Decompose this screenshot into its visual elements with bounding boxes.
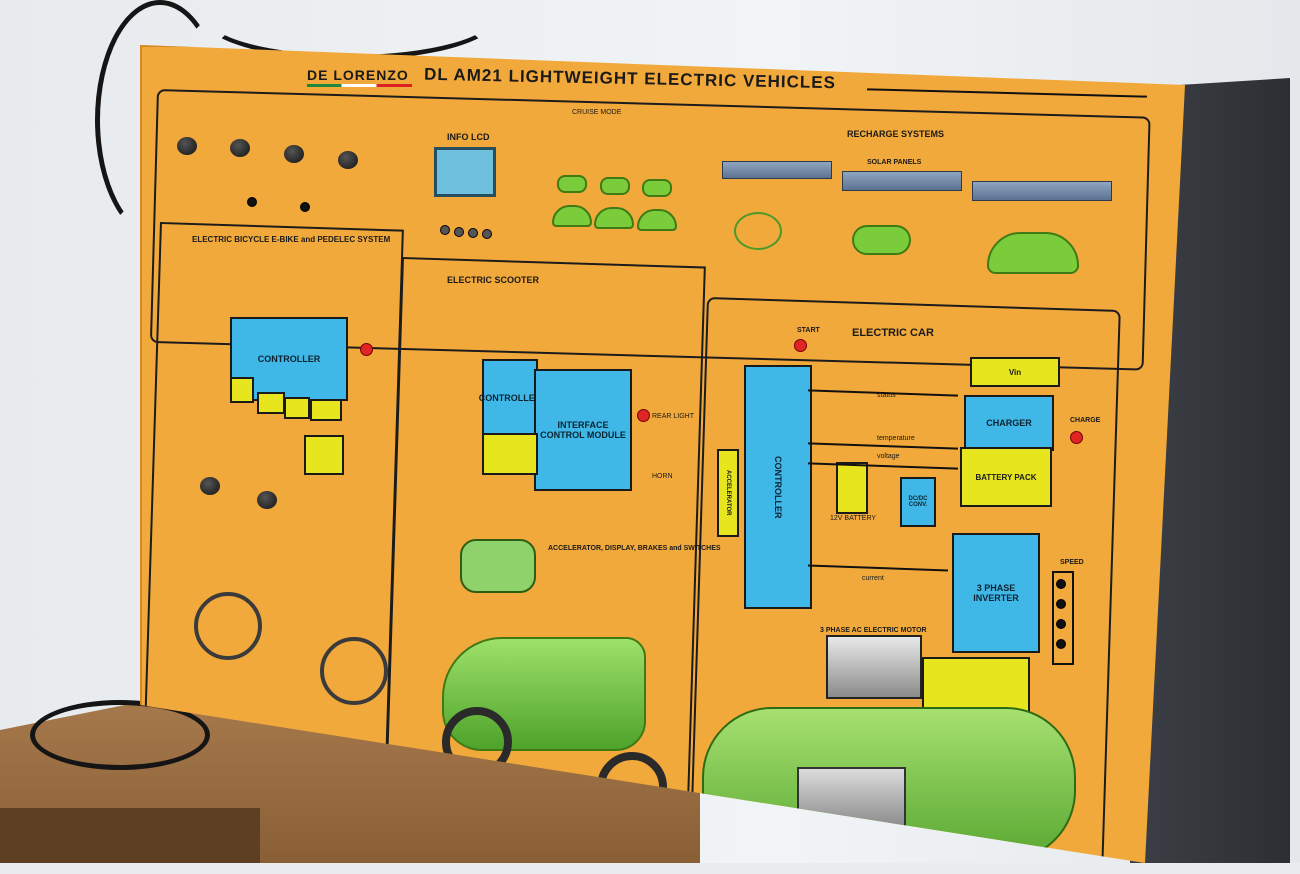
bicycle-controller-block: CONTROLLER	[230, 317, 348, 401]
motor-label: 3 PHASE AC ELECTRIC MOTOR	[820, 627, 927, 634]
current-signal-label: current	[862, 575, 884, 582]
charge-button[interactable]	[1070, 431, 1083, 444]
bicycle-knob[interactable]	[200, 477, 220, 495]
car-section-title: ELECTRIC CAR	[852, 327, 934, 339]
title-rule	[867, 88, 1147, 98]
cruise-scooter-icon	[557, 175, 587, 193]
battery-12v-label: 12V BATTERY	[830, 515, 877, 522]
power-cable	[95, 0, 225, 240]
speed-jack[interactable]	[1056, 639, 1066, 649]
lcd-button-s[interactable]	[454, 227, 464, 237]
start-button[interactable]	[794, 339, 807, 352]
voltage-signal-label: voltage	[877, 453, 900, 460]
scooter-section-title: ELECTRIC SCOOTER	[447, 275, 540, 285]
cruise-car-icon	[552, 205, 592, 227]
solar-panel-icon	[722, 161, 832, 179]
speed-jack[interactable]	[1056, 599, 1066, 609]
bicycle-wheel	[194, 592, 262, 660]
start-label: START	[797, 327, 820, 334]
cruise-mode-label: CRUISE MODE	[572, 109, 622, 116]
info-lcd-label: INFO LCD	[447, 132, 490, 142]
status-signal-label: status	[877, 392, 896, 399]
recharge-systems-label: RECHARGE SYSTEMS	[847, 129, 945, 139]
bicycle-yellow-module	[284, 397, 310, 419]
inverter-block: 3 PHASE INVERTER	[952, 533, 1040, 653]
bicycle-knob[interactable]	[257, 491, 277, 509]
dcdc-block: DC/DC CONV.	[900, 477, 936, 527]
cruise-scooter-icon	[642, 179, 672, 197]
scooter-rear-light-label: REAR LIGHT	[652, 413, 695, 420]
bicycle-motor-block	[304, 435, 344, 475]
battery-pack-block: BATTERY PACK	[960, 447, 1052, 507]
scooter-rear-light	[637, 409, 650, 422]
accelerator-block: ACCELERATOR	[717, 449, 739, 537]
bicycle-yellow-module	[257, 392, 285, 414]
scooter-controller-block: CONTROLLER	[479, 359, 541, 437]
speed-jack[interactable]	[1056, 619, 1066, 629]
bicycle-yellow-module	[230, 377, 254, 403]
recharge-scooter-icon	[852, 225, 911, 255]
charge-label: CHARGE	[1070, 417, 1101, 424]
car-controller-block: CONTROLLER	[744, 365, 812, 609]
lcd-button-down[interactable]	[482, 229, 492, 239]
cable-coil	[30, 700, 210, 770]
cruise-mode-knob[interactable]	[338, 151, 358, 169]
brake-knob[interactable]	[284, 145, 304, 163]
bicycle-wheel	[320, 637, 388, 705]
vehicle-selector-knob[interactable]	[177, 137, 197, 155]
vin-block: Vin	[970, 357, 1060, 387]
bicycle-section-title: ELECTRIC BICYCLE E-BIKE and PEDELEC SYST…	[192, 235, 391, 244]
recharge-bicycle-icon	[734, 212, 782, 250]
speed-label: SPEED	[1060, 559, 1084, 566]
battery-pack-image	[460, 539, 536, 593]
interface-control-module: INTERFACE CONTROL MODULE	[534, 369, 632, 491]
lcd-button-up[interactable]	[468, 228, 478, 238]
cruise-scooter-icon	[600, 177, 630, 195]
motor-photo	[826, 635, 922, 699]
info-lcd-screen	[434, 147, 496, 197]
recharge-car-icon	[987, 232, 1079, 274]
scooter-yellow-module	[482, 433, 538, 475]
test-point-jack[interactable]	[247, 197, 257, 207]
bicycle-rear-light	[360, 343, 373, 356]
battery-12v-block	[836, 462, 868, 514]
brand-label: DE LORENZO	[307, 67, 409, 83]
solar-panel-icon	[972, 181, 1112, 201]
solar-panel-icon	[842, 171, 962, 191]
test-point-jack[interactable]	[300, 202, 310, 212]
brand-flag-stripe	[307, 84, 412, 87]
solar-panels-label: SOLAR PANELS	[867, 159, 922, 166]
table-edge	[0, 808, 260, 863]
speed-jack[interactable]	[1056, 579, 1066, 589]
bicycle-yellow-module	[310, 399, 342, 421]
scooter-horn-label: HORN	[652, 473, 673, 480]
temperature-signal-label: temperature	[877, 435, 915, 442]
accelerator-knob[interactable]	[230, 139, 250, 157]
cruise-car-icon	[637, 209, 677, 231]
cruise-car-icon	[594, 207, 634, 229]
accel-display-label: ACCELERATOR, DISPLAY, BRAKES and SWITCHE…	[548, 545, 721, 552]
charger-block: CHARGER	[964, 395, 1054, 451]
lcd-button-h[interactable]	[440, 225, 450, 235]
